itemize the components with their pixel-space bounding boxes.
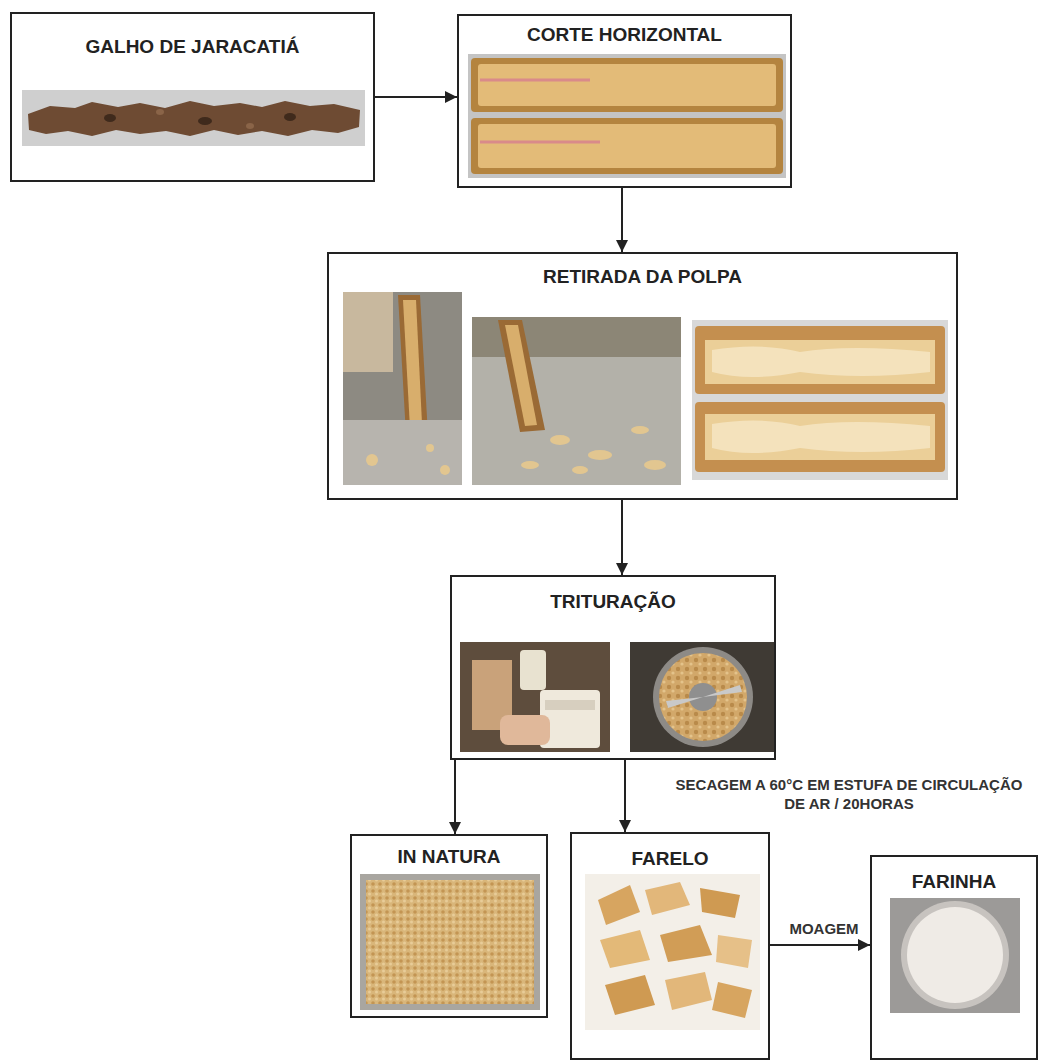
pulp-removal-photo-part: [644, 460, 666, 470]
pulp-removal-photo-part: [498, 320, 545, 432]
bran-photo-part: [712, 982, 752, 1018]
bran-photo-part: [598, 885, 640, 925]
cut-branch-photo-part: [471, 118, 783, 174]
pulp-removal-photo-part: [692, 320, 948, 480]
grinding-photo-part: [659, 653, 747, 741]
fresh-pulp-photo-part: [366, 880, 534, 1004]
pulp-removal-photo-part: [695, 402, 945, 472]
flow-arrow: [454, 760, 456, 834]
process-box: FARINHA: [870, 855, 1038, 1060]
cut-branch-photo-part: [478, 64, 776, 106]
branch-photo-part: [28, 101, 360, 136]
branch-photo-part: [156, 109, 164, 115]
pulp-removal-photo-part: [472, 317, 681, 485]
grinding-photo-part: [703, 685, 742, 697]
branch-photo-part: [22, 90, 365, 146]
cut-branch-photo: [468, 54, 786, 178]
grinding-photo-part: [545, 700, 595, 710]
cut-branch-photo-part: [468, 54, 786, 178]
pulp-removal-photo: [343, 292, 948, 485]
pulp-removal-photo-part: [343, 420, 462, 485]
bran-photo-part: [600, 930, 650, 968]
bran-photo-part: [700, 888, 740, 918]
grinding-photo-part: [460, 642, 610, 752]
bran-photo-part: [585, 874, 760, 1030]
bran-photo-part: [716, 935, 752, 968]
box-title: GALHO DE JARACATIÁ: [12, 36, 373, 59]
bran-photo-part: [645, 882, 690, 915]
pulp-removal-photo-part: [572, 466, 588, 474]
process-box: FARELO: [570, 832, 770, 1060]
branch-photo-part: [104, 114, 116, 122]
pulp-removal-photo-part: [505, 325, 537, 426]
pulp-removal-photo-part: [712, 346, 930, 377]
cut-branch-photo-part: [480, 141, 600, 144]
pulp-removal-photo-part: [440, 465, 450, 475]
flour-photo-part: [901, 901, 1009, 1009]
flow-arrow: [770, 944, 870, 946]
pulp-removal-photo-part: [695, 326, 945, 394]
branch-photo-part: [246, 123, 254, 129]
branch-photo-part: [198, 117, 212, 125]
box-title: CORTE HORIZONTAL: [459, 24, 790, 47]
pulp-removal-photo-part: [705, 414, 935, 460]
process-box: CORTE HORIZONTAL: [457, 14, 792, 188]
box-title: IN NATURA: [352, 846, 546, 869]
flour-photo-part: [890, 898, 1020, 1013]
process-box: TRITURAÇÃO: [450, 575, 776, 760]
grinding-photo-part: [666, 697, 703, 708]
pulp-removal-photo-part: [343, 292, 393, 372]
grinding-photo-part: [520, 650, 546, 690]
flour-photo: [890, 898, 1020, 1013]
flow-arrow: [621, 188, 623, 252]
pulp-removal-photo-part: [550, 435, 570, 445]
cut-branch-photo-part: [480, 79, 590, 82]
pulp-removal-photo-part: [426, 444, 434, 452]
bran-photo-part: [605, 975, 655, 1015]
box-title: RETIRADA DA POLPA: [329, 266, 956, 289]
branch-photo-part: [284, 113, 296, 121]
pulp-removal-photo-part: [366, 454, 378, 466]
process-box: GALHO DE JARACATIÁ: [10, 12, 375, 182]
pulp-removal-photo-part: [705, 340, 935, 384]
box-title: TRITURAÇÃO: [452, 591, 774, 614]
cut-branch-photo-part: [478, 124, 776, 168]
box-title: FARINHA: [872, 871, 1036, 894]
process-box: RETIRADA DA POLPA: [327, 252, 958, 500]
grinding-photo-part: [500, 715, 550, 745]
bran-photo-part: [665, 972, 712, 1010]
flow-arrow: [375, 96, 457, 98]
pulp-removal-photo-part: [521, 461, 539, 469]
grinding-photo: [460, 642, 776, 752]
bran-photo-part: [660, 925, 712, 962]
fresh-pulp-photo-part: [360, 874, 540, 1010]
edge-label: MOAGEM: [779, 920, 869, 939]
flour-photo-part: [907, 907, 1003, 1003]
pulp-removal-photo-part: [631, 426, 649, 434]
pulp-removal-photo-part: [712, 420, 930, 453]
edge-label: SECAGEM A 60°C EM ESTUFA DE CIRCULAÇÃO D…: [672, 776, 1026, 814]
bran-photo: [585, 874, 760, 1030]
grinding-photo-part: [653, 647, 753, 747]
pulp-removal-photo-part: [588, 450, 612, 460]
box-title: FARELO: [572, 848, 768, 871]
pulp-removal-photo-part: [343, 292, 462, 485]
flow-arrow: [621, 500, 623, 575]
branch-photo: [22, 90, 365, 146]
grinding-photo-part: [630, 642, 776, 752]
process-box: IN NATURA: [350, 834, 548, 1018]
fresh-pulp-photo: [360, 874, 540, 1010]
flow-arrow: [624, 760, 626, 832]
cut-branch-photo-part: [471, 58, 783, 112]
